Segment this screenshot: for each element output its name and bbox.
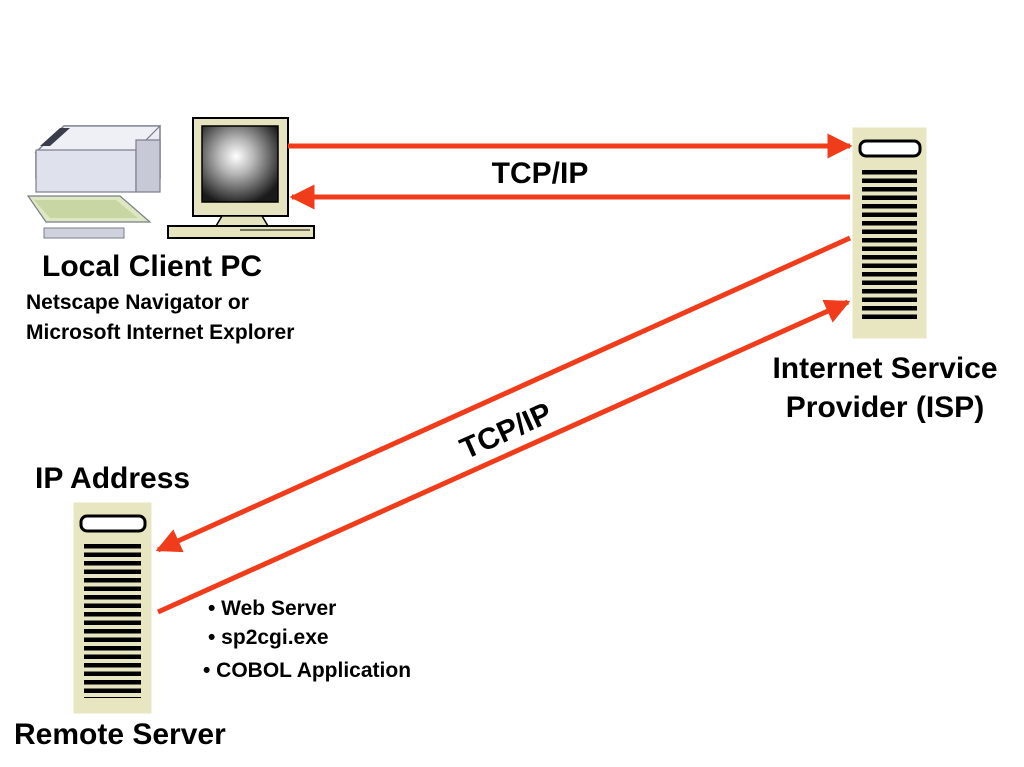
arrow-remote-to-isp — [156, 299, 851, 615]
isp-server-icon — [852, 127, 927, 339]
top-protocol-label: TCP/IP — [492, 157, 589, 190]
remote-feature-sp2cgi: • sp2cgi.exe — [208, 626, 329, 649]
ip-address-label: IP Address — [35, 462, 191, 495]
remote-server-icon — [73, 502, 152, 714]
arrow-isp-to-remote — [155, 235, 852, 553]
remote-feature-web-server: • Web Server — [208, 597, 337, 620]
printer-icon — [26, 125, 162, 239]
monitor-icon — [167, 117, 315, 239]
isp-title-line-1: Internet Service — [772, 352, 998, 385]
remote-server-title: Remote Server — [14, 718, 226, 751]
isp-title-line-2: Provider (ISP) — [785, 391, 985, 424]
client-browser-line-1: Netscape Navigator or — [26, 291, 249, 314]
client-browser-line-2: Microsoft Internet Explorer — [26, 321, 295, 344]
arrows — [155, 133, 853, 615]
client-title: Local Client PC — [42, 250, 263, 283]
remote-feature-cobol: • COBOL Application — [203, 659, 412, 682]
